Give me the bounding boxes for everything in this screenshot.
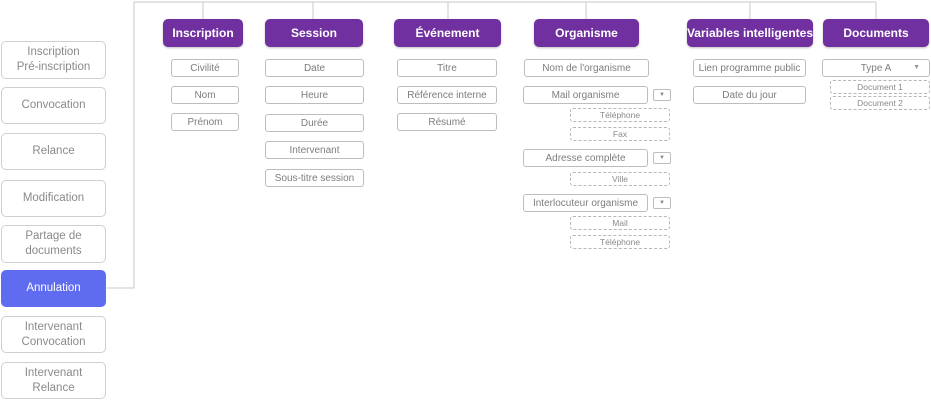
subfield-telephone-organisme[interactable]: Téléphone bbox=[570, 108, 670, 122]
field-nom[interactable]: Nom bbox=[171, 86, 239, 104]
category-session: Session bbox=[265, 19, 363, 47]
sidebar-item-label: Convocation bbox=[21, 99, 86, 111]
sidebar-item-relance[interactable]: Relance bbox=[1, 133, 106, 170]
sidebar-item-label: Modification bbox=[22, 192, 85, 204]
chevron-down-icon: ▼ bbox=[913, 64, 920, 71]
field-interlocuteur-organisme[interactable]: Interlocuteur organisme bbox=[523, 194, 648, 212]
expand-mail-organisme-button[interactable]: ▼ bbox=[653, 89, 671, 101]
sidebar-item-convocation[interactable]: Convocation bbox=[1, 87, 106, 124]
sidebar-item-label: Intervenant Relance bbox=[24, 366, 83, 394]
document-type-select[interactable]: Type A ▼ bbox=[822, 59, 930, 77]
field-date[interactable]: Date bbox=[265, 59, 364, 77]
sidebar-item-label: Intervenant Convocation bbox=[21, 320, 86, 348]
sidebar-item-label: Annulation bbox=[26, 282, 81, 294]
field-titre[interactable]: Titre bbox=[397, 59, 497, 77]
subfield-ville[interactable]: Ville bbox=[570, 172, 670, 186]
chevron-down-icon: ▼ bbox=[659, 200, 665, 206]
sidebar-item-modification[interactable]: Modification bbox=[1, 180, 106, 217]
field-reference-interne[interactable]: Référence interne bbox=[397, 86, 497, 104]
expand-interlocuteur-button[interactable]: ▼ bbox=[653, 197, 671, 209]
field-heure[interactable]: Heure bbox=[265, 86, 364, 104]
category-variables-intelligentes: Variables intelligentes bbox=[687, 19, 813, 47]
expand-adresse-button[interactable]: ▼ bbox=[653, 152, 671, 164]
sidebar-item-label: Inscription Pré-inscription bbox=[16, 46, 91, 73]
chevron-down-icon: ▼ bbox=[659, 92, 665, 98]
sidebar-item-intervenant-relance[interactable]: Intervenant Relance bbox=[1, 362, 106, 399]
field-civilite[interactable]: Civilité bbox=[171, 59, 239, 77]
field-mail-organisme[interactable]: Mail organisme bbox=[523, 86, 648, 104]
subfield-mail-interlocuteur[interactable]: Mail bbox=[570, 216, 670, 230]
sidebar-item-inscription[interactable]: Inscription Pré-inscription bbox=[1, 41, 106, 79]
field-adresse-complete[interactable]: Adresse complète bbox=[523, 149, 648, 167]
field-duree[interactable]: Durée bbox=[265, 114, 364, 132]
sidebar-item-label: Relance bbox=[32, 145, 75, 157]
subfield-telephone-interlocuteur[interactable]: Téléphone bbox=[570, 235, 670, 249]
document-item-1[interactable]: Document 1 bbox=[830, 80, 930, 94]
category-inscription: Inscription bbox=[163, 19, 243, 47]
field-sous-titre-session[interactable]: Sous-titre session bbox=[265, 169, 364, 187]
field-prenom[interactable]: Prénom bbox=[171, 113, 239, 131]
sidebar-item-partage-documents[interactable]: Partage de documents bbox=[1, 225, 106, 263]
document-item-2[interactable]: Document 2 bbox=[830, 96, 930, 110]
field-lien-programme-public[interactable]: Lien programme public bbox=[693, 59, 806, 77]
chevron-down-icon: ▼ bbox=[659, 155, 665, 161]
category-documents: Documents bbox=[823, 19, 929, 47]
field-resume[interactable]: Résumé bbox=[397, 113, 497, 131]
field-date-du-jour[interactable]: Date du jour bbox=[693, 86, 806, 104]
sidebar-item-label: Partage de documents bbox=[25, 230, 82, 257]
category-organisme: Organisme bbox=[534, 19, 639, 47]
document-type-value: Type A bbox=[860, 62, 892, 74]
sidebar-item-intervenant-convocation[interactable]: Intervenant Convocation bbox=[1, 316, 106, 353]
category-evenement: Événement bbox=[394, 19, 501, 47]
sidebar-item-annulation[interactable]: Annulation bbox=[1, 270, 106, 307]
subfield-fax-organisme[interactable]: Fax bbox=[570, 127, 670, 141]
field-intervenant[interactable]: Intervenant bbox=[265, 141, 364, 159]
field-nom-organisme[interactable]: Nom de l'organisme bbox=[524, 59, 649, 77]
